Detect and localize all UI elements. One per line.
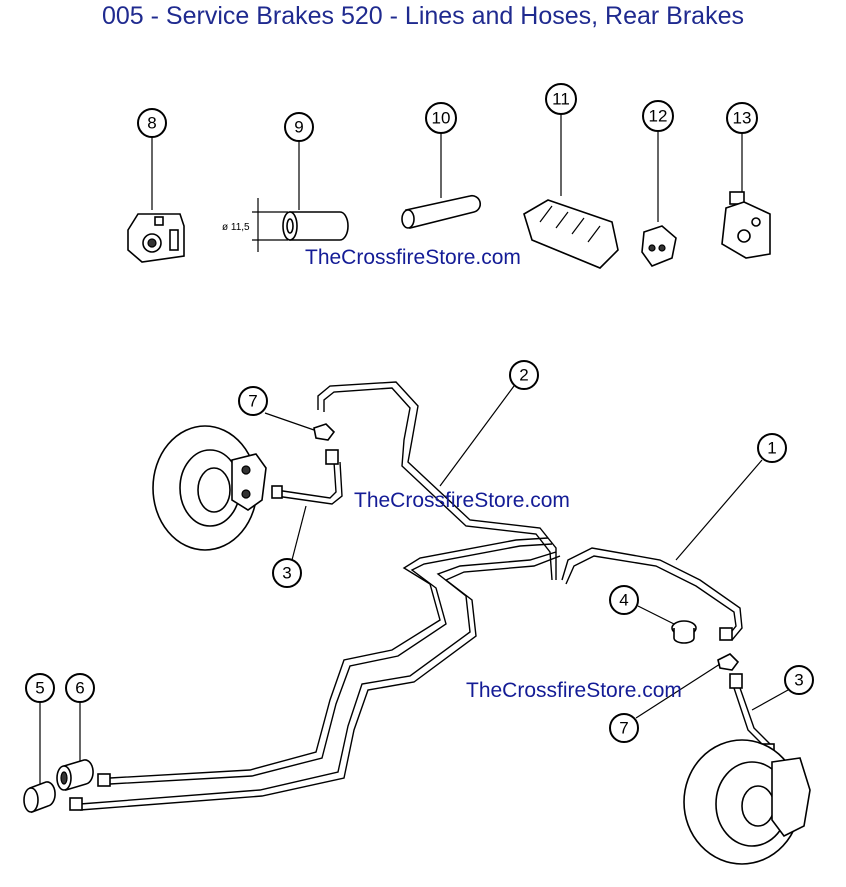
dimension-label: ø 11,5 [222,222,250,233]
right-brake-disc [683,739,811,865]
callout-6: 6 [65,673,95,703]
svg-text:11: 11 [552,90,570,109]
callout-4: 4 [609,585,639,615]
svg-text:4: 4 [619,591,628,610]
part-8-clip [127,137,185,263]
callout-7-right: 7 [609,713,639,743]
part-4-plug [671,620,697,644]
part-13-bracket [721,133,771,259]
watermark-text: TheCrossfireStore.com [305,246,521,269]
callout-7-left: 7 [238,386,268,416]
brake-pipes [69,381,743,811]
svg-text:8: 8 [147,114,156,133]
callout-5: 5 [25,673,55,703]
part-6-sleeve [56,703,94,792]
callout-8: 8 [137,108,167,138]
svg-text:13: 13 [733,109,752,128]
svg-text:6: 6 [75,679,84,698]
callout-11: 11 [545,83,577,115]
leader-lines [264,385,789,719]
callout-13: 13 [726,102,758,134]
svg-text:5: 5 [35,679,44,698]
part-5-sleeve [23,703,56,814]
watermark-text: TheCrossfireStore.com [354,489,570,512]
callout-10: 10 [425,102,457,134]
page-title: 005 - Service Brakes 520 - Lines and Hos… [102,2,744,30]
part-12-grommet [641,132,677,267]
left-brake-disc [152,425,267,551]
svg-text:7: 7 [619,719,628,738]
svg-text:12: 12 [649,107,668,126]
watermark-text: TheCrossfireStore.com [466,679,682,702]
part-10-tube [401,133,482,229]
svg-text:9: 9 [294,118,303,137]
svg-text:3: 3 [282,564,291,583]
callout-1: 1 [757,433,787,463]
part-9-sleeve: ø 11,5 [222,141,349,252]
svg-text:3: 3 [794,671,803,690]
callout-2: 2 [509,360,539,390]
part-11-multiclip [523,114,619,269]
callout-3-left: 3 [272,558,302,588]
svg-text:7: 7 [248,392,257,411]
svg-text:1: 1 [767,439,776,458]
right-clip-7 [717,653,740,671]
svg-text:2: 2 [519,366,528,385]
left-clip-7 [313,423,336,441]
callout-3-right: 3 [784,665,814,695]
svg-text:10: 10 [432,109,451,128]
callout-12: 12 [642,100,674,132]
left-brake-hose [271,449,343,505]
callout-9: 9 [284,112,314,142]
